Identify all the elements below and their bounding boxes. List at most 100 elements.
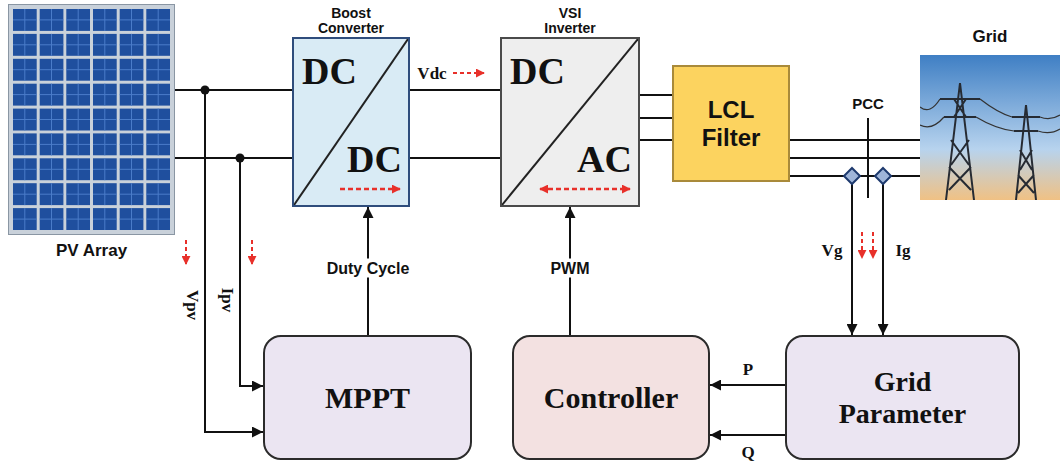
cell-line [104,158,105,180]
block-heading: Boost Converter [304,6,398,36]
pv-cell [93,158,117,180]
cell-line [24,183,25,205]
signal-label: P [740,360,756,379]
pv-cell [146,59,170,81]
cell-line [131,183,132,205]
connector [640,139,672,141]
cell-line [51,59,52,81]
cell-line [78,34,79,56]
pv-cell [66,109,90,131]
cell-line [24,9,25,31]
cell-line [24,208,25,230]
connector [883,176,920,335]
pv-cell [146,208,170,230]
pv-cell [146,34,170,56]
pv-cell [40,59,64,81]
power-line [920,99,1060,133]
cell-line [78,133,79,155]
flow-arrow [251,240,253,264]
cell-line [158,158,159,180]
pv-cell [13,133,37,155]
cell-line [78,109,79,131]
cell-line [51,158,52,180]
flow-arrow [453,72,484,74]
cell-line [158,208,159,230]
pv-cell [66,59,90,81]
pv-panel-art [8,4,175,235]
pv-cell [93,133,117,155]
connector [175,158,263,386]
cell-line [78,84,79,106]
pv-cell [93,84,117,106]
diagonal-line [502,39,638,205]
flow-arrow [340,188,400,191]
cell-line [51,34,52,56]
cell-line [24,158,25,180]
cell-line [51,133,52,155]
pv-cell [93,183,117,205]
cell-line [104,208,105,230]
pv-cell [66,208,90,230]
cell-line [131,208,132,230]
cell-line [78,59,79,81]
flow-arrow [872,232,874,258]
cell-line [158,133,159,155]
cell-line [104,34,105,56]
pv-cell [13,84,37,106]
control-box: MPPT [263,335,472,460]
pv-cell [120,109,144,131]
cell-line [78,9,79,31]
pv-cell [120,133,144,155]
pv-cell [146,109,170,131]
block-label: LCL Filter [686,96,776,152]
cell-line [158,183,159,205]
cell-line [158,109,159,131]
connector [852,176,920,335]
signal-label: Q [738,443,757,462]
signal-label: Vg [819,241,846,260]
cell-line [131,34,132,56]
pv-cell [40,109,64,131]
signal-label: Duty Cycle [324,259,413,278]
block-label: MPPT [325,381,410,415]
cell-line [51,9,52,31]
block-symbol: DC [347,139,402,179]
pv-cell [13,183,37,205]
pv-cell [13,109,37,131]
signal-label: Ipv [218,285,237,316]
point-label: PCC [849,95,887,113]
cell-line [78,183,79,205]
pcc-bar [867,118,869,198]
cell-line [78,158,79,180]
cell-line [104,59,105,81]
pv-cell [93,34,117,56]
connector [640,117,672,119]
pv-cell [120,208,144,230]
pv-cell [146,9,170,31]
pv-cell [40,183,64,205]
pv-cell [40,208,64,230]
connector [790,139,920,141]
sensor-symbol [875,168,891,184]
pv-cell [13,158,37,180]
junction-dot [236,154,245,163]
grid-picture [920,55,1060,200]
connector [710,434,785,436]
pv-cell [146,84,170,106]
pv-cell [66,84,90,106]
cell-line [131,84,132,106]
cell-line [158,59,159,81]
pv-array: PV Array [8,4,175,235]
cell-line [158,84,159,106]
cell-line [104,84,105,106]
pv-cell [120,34,144,56]
pv-cell [13,34,37,56]
block-label: Grid Parameter [813,366,993,430]
cell-line [24,34,25,56]
pv-cell [13,208,37,230]
pv-cell [146,183,170,205]
signal-label: PWM [547,259,592,278]
pv-cell [40,158,64,180]
cell-line [78,208,79,230]
pv-cell [120,84,144,106]
